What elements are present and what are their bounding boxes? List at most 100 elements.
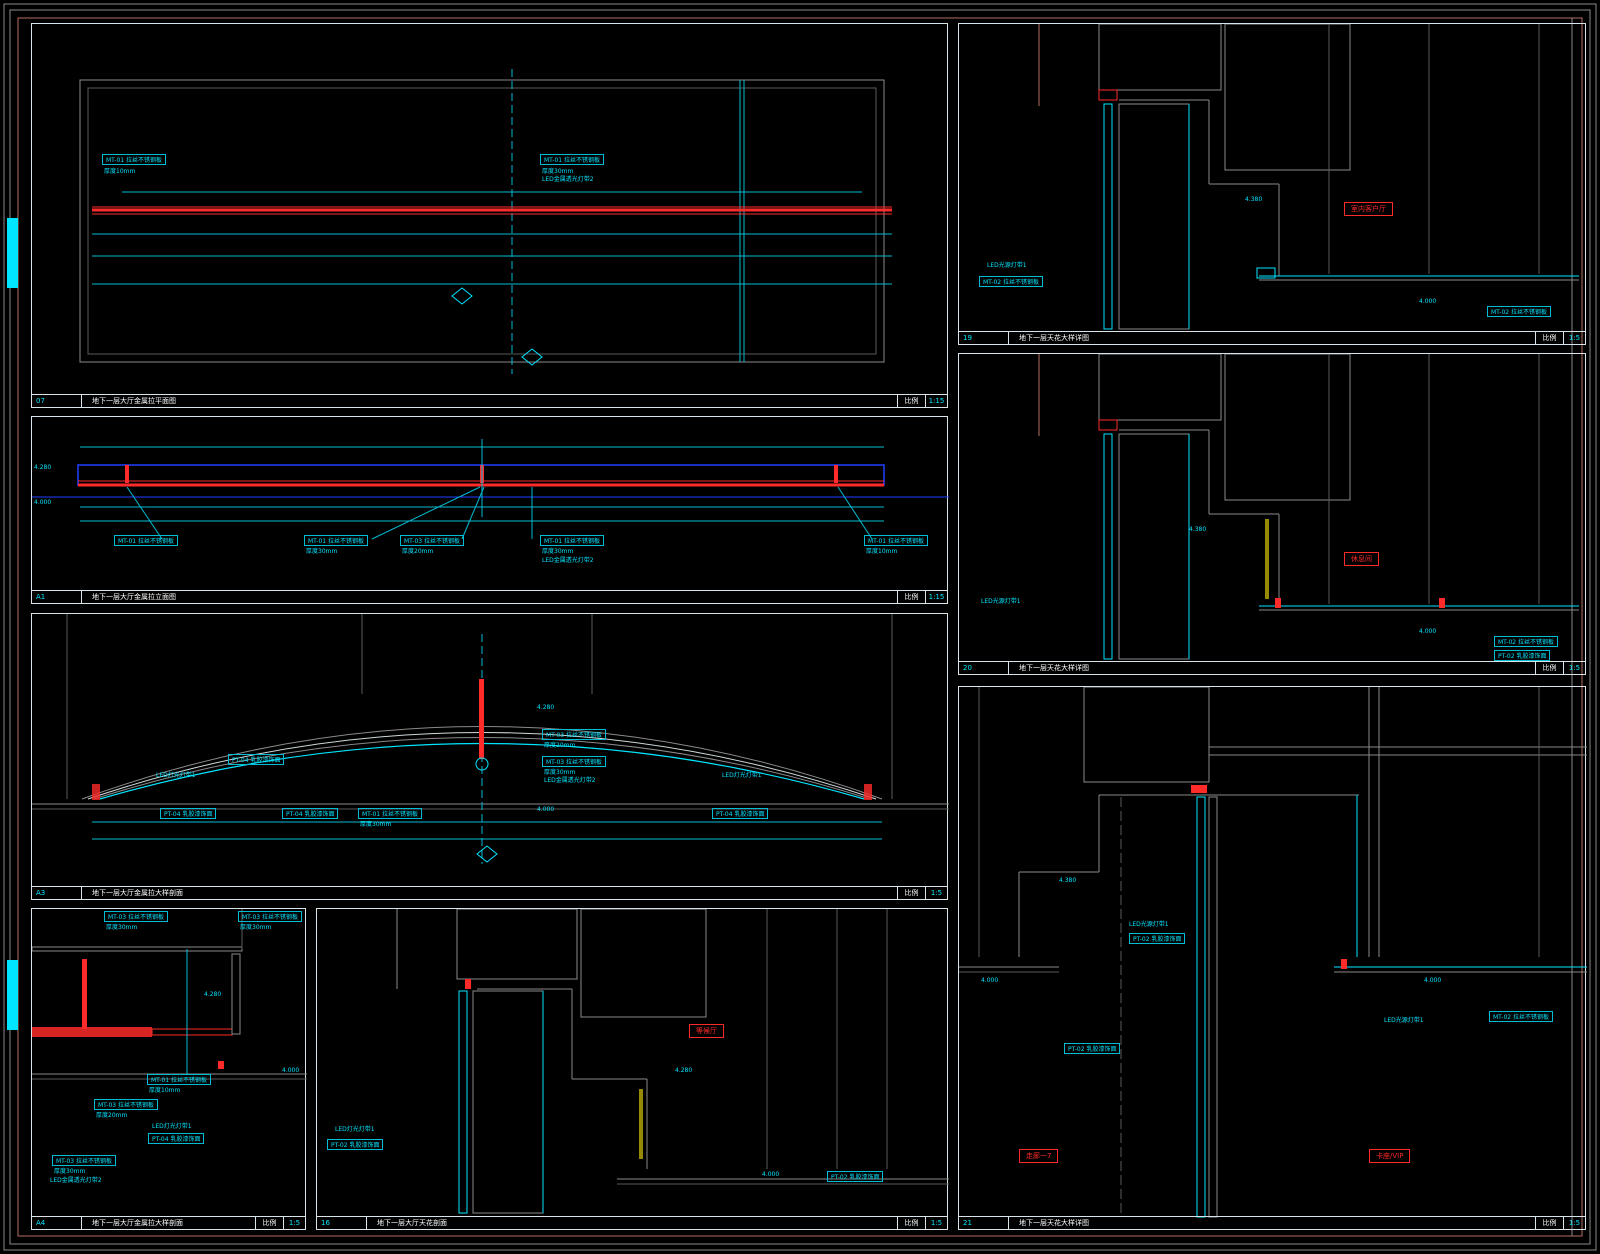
panel-number: 20 <box>959 662 1009 674</box>
room-tag: 室内客户厅 <box>1344 202 1393 216</box>
room-tag: 卡座/VIP <box>1369 1149 1411 1163</box>
mat-label: PT-04 乳胶漆饰面 <box>282 808 339 819</box>
panel-21: 4.380 4.000 4.000 LED光源灯带1 PT-02 乳胶漆饰面 L… <box>958 686 1587 1230</box>
mat-label: MT-03 拉丝不锈钢板 <box>238 911 302 922</box>
mat-label: MT-02 拉丝不锈钢板 <box>1489 1011 1553 1022</box>
level-mark: 4.280 <box>675 1067 693 1074</box>
level-mark: 4.380 <box>1189 526 1207 533</box>
mat-label: MT-03 拉丝不锈钢板 <box>104 911 168 922</box>
panel-20: 休息间 4.380 4.000 LED光源灯带1 MT-02 拉丝不锈钢板 PT… <box>958 353 1586 675</box>
led-note: LED金属透光灯带2 <box>542 176 594 183</box>
mat-label: PT-02 乳胶漆饰面 <box>1129 933 1186 944</box>
panel-A3: 4.280 4.000 PT-04 乳胶漆饰面 LED灯光灯带1 LED灯光灯带… <box>31 613 949 900</box>
led-note: LED光源灯带1 <box>1384 1017 1424 1024</box>
mat-label: MT-02 拉丝不锈钢板 <box>1494 636 1558 647</box>
led-note: LED灯光灯带1 <box>722 772 762 779</box>
led-note: LED金属透光灯带2 <box>50 1177 102 1184</box>
level-mark: 4.280 <box>204 991 222 998</box>
panel-A4: MT-03 拉丝不锈钢板 厚度30mm MT-03 拉丝不锈钢板 厚度30mm … <box>31 908 307 1230</box>
detail-16-drawing <box>396 909 949 1214</box>
mat-label: PT-02 乳胶漆饰面 <box>327 1139 384 1150</box>
detail-21-drawing <box>959 687 1587 1218</box>
level-mark: 4.000 <box>1419 298 1437 305</box>
mat-label: MT-03 拉丝不锈钢板 <box>542 729 606 740</box>
thickness-note: 厚度10mm <box>104 168 136 175</box>
panel-number: 16 <box>317 1217 367 1229</box>
title-bar: A3 地下一层大厅金属拉大样剖面 比例 1:5 <box>32 886 947 899</box>
panel-title: 地下一层大厅金属拉大样剖面 <box>92 1219 183 1227</box>
scale-value: 1:5 <box>1563 662 1585 674</box>
level-mark: 4.000 <box>1424 977 1442 984</box>
mat-label: MT-03 拉丝不锈钢板 <box>52 1155 116 1166</box>
scale-value: 1:5 <box>925 887 947 899</box>
scale-label: 比例 <box>897 1217 925 1229</box>
mat-label: MT-01 拉丝不锈钢板 <box>358 808 422 819</box>
led-note: LED光源灯带1 <box>1129 921 1169 928</box>
arch-section-drawing <box>32 614 949 864</box>
level-mark: 4.380 <box>1245 196 1263 203</box>
thickness-note: 厚度30mm <box>544 769 576 776</box>
panel-number: 21 <box>959 1217 1009 1229</box>
thickness-note: 厚度20mm <box>544 742 576 749</box>
level-mark: 4.380 <box>1059 877 1077 884</box>
mat-label: PT-02 乳胶漆饰面 <box>827 1171 884 1182</box>
title-bar: 20 地下一层天花大样详图 比例 1:5 <box>959 661 1585 674</box>
panel-A1: 4.280 4.000 MT-01 拉丝不锈钢板 MT-01 拉丝不锈钢板 厚度… <box>31 416 949 604</box>
thickness-note: 厚度30mm <box>542 168 574 175</box>
panel-number: A1 <box>32 591 82 603</box>
mat-label: MT-03 拉丝不锈钢板 <box>400 535 464 546</box>
scale-label: 比例 <box>897 395 925 407</box>
scale-value: 1:5 <box>925 1217 947 1229</box>
detail-20-drawing <box>1038 354 1579 660</box>
thickness-note: 厚度20mm <box>402 548 434 555</box>
panel-title: 地下一层大厅金属拉立面图 <box>92 593 176 601</box>
mat-label: MT-01 拉丝不锈钢板 <box>147 1074 211 1085</box>
thickness-note: 厚度30mm <box>360 821 392 828</box>
mat-label: MT-03 拉丝不锈钢板 <box>542 756 606 767</box>
level-mark: 4.000 <box>762 1171 780 1178</box>
panel-title: 地下一层大厅金属拉平面图 <box>92 397 176 405</box>
scale-label: 比例 <box>1535 1217 1563 1229</box>
title-bar: A1 地下一层大厅金属拉立面图 比例 1:15 <box>32 590 947 603</box>
title-bar: A4 地下一层大厅金属拉大样剖面 比例 1:5 <box>32 1216 305 1229</box>
mat-label: MT-03 拉丝不锈钢板 <box>94 1099 158 1110</box>
thickness-note: 厚度10mm <box>149 1087 181 1094</box>
level-mark: 4.000 <box>981 977 999 984</box>
level-mark: 4.000 <box>1419 628 1437 635</box>
thickness-note: 厚度30mm <box>542 548 574 555</box>
scale-value: 1:15 <box>925 395 947 407</box>
thickness-note: 厚度20mm <box>96 1112 128 1119</box>
detail-a4-drawing <box>32 909 307 1080</box>
scale-label: 比例 <box>897 591 925 603</box>
level-mark: 4.000 <box>282 1067 300 1074</box>
panel-title: 地下一层天花大样详图 <box>1019 334 1089 342</box>
led-note: LED灯光灯带1 <box>156 772 196 779</box>
scale-value: 1:5 <box>1563 332 1585 344</box>
mat-label: PT-02 乳胶漆饰面 <box>1064 1043 1121 1054</box>
title-bar: 16 地下一层大厅天花剖面 比例 1:5 <box>317 1216 947 1229</box>
mat-label: PT-04 乳胶漆饰面 <box>712 808 769 819</box>
panel-title: 地下一层天花大样详图 <box>1019 664 1089 672</box>
panel-19: 室内客户厅 4.380 4.000 LED光源灯带1 MT-02 拉丝不锈钢板 … <box>958 23 1586 345</box>
led-note: LED光源灯带1 <box>987 262 1027 269</box>
level-mark: 4.280 <box>34 464 52 471</box>
thickness-note: 厚度30mm <box>106 924 138 931</box>
panel-title: 地下一层大厅天花剖面 <box>377 1219 447 1227</box>
panel-number: 07 <box>32 395 82 407</box>
scale-label: 比例 <box>897 887 925 899</box>
thickness-note: 厚度30mm <box>306 548 338 555</box>
panel-number: A4 <box>32 1217 82 1229</box>
title-bar: 07 地下一层大厅金属拉平面图 比例 1:15 <box>32 394 947 407</box>
mat-label: MT-02 拉丝不锈钢板 <box>979 276 1043 287</box>
panel-16: 等候厅 4.280 4.000 LED灯光灯带1 PT-02 乳胶漆饰面 PT-… <box>316 908 949 1230</box>
scale-label: 比例 <box>1535 662 1563 674</box>
mat-label: PT-02 乳胶漆饰面 <box>1494 650 1551 661</box>
mat-label: PT-04 乳胶漆饰面 <box>160 808 217 819</box>
mat-label: PT-04 乳胶漆饰面 <box>148 1133 205 1144</box>
scale-value: 1:5 <box>283 1217 305 1229</box>
elevation-drawing <box>32 439 949 540</box>
mat-label: MT-01 拉丝不锈钢板 <box>540 154 604 165</box>
mat-label: MT-01 拉丝不锈钢板 <box>540 535 604 546</box>
plan-drawing <box>79 69 892 374</box>
